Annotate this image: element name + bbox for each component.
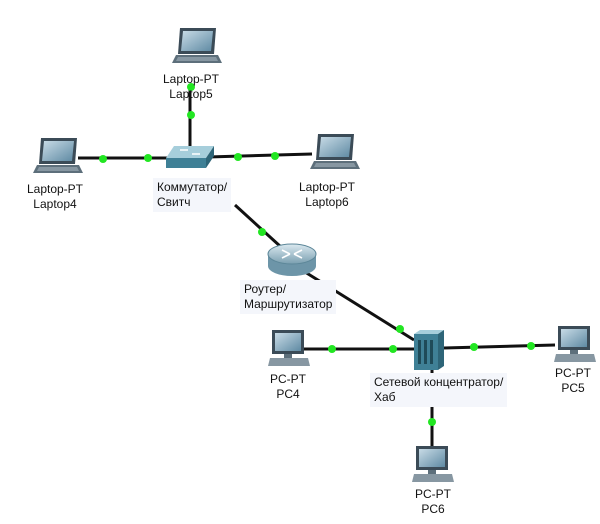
link-hub-pc5[interactable] xyxy=(443,343,556,350)
link-up-indicator xyxy=(187,111,195,119)
laptop-icon xyxy=(172,28,222,63)
pc5-device[interactable] xyxy=(554,326,596,362)
laptop4-name: Laptop4 xyxy=(33,197,77,211)
hub-label: Сетевой концентратор/ Хаб xyxy=(370,373,508,407)
hub-device[interactable] xyxy=(414,330,444,370)
pc-icon xyxy=(412,446,454,482)
pc5-name: PC5 xyxy=(561,381,585,395)
link-up-indicator xyxy=(396,325,404,333)
switch-name: Свитч xyxy=(157,195,191,209)
laptop6-device[interactable] xyxy=(310,134,360,169)
link-up-indicator xyxy=(389,345,397,353)
laptop5-type: Laptop-PT xyxy=(162,72,220,86)
pc6-type: PC-PT xyxy=(415,487,451,501)
switch-icon xyxy=(166,146,214,168)
link-switch-laptop6[interactable] xyxy=(207,152,313,159)
link-status-layer xyxy=(99,83,535,426)
link-up-indicator xyxy=(187,83,195,91)
link-up-indicator xyxy=(234,153,242,161)
router-label: Роутер/ Маршрутизатор xyxy=(240,280,337,314)
link-up-indicator xyxy=(271,152,279,160)
laptop-icon xyxy=(310,134,360,169)
link-up-indicator xyxy=(144,154,152,162)
link-up-indicator xyxy=(527,342,535,350)
link-switch-router[interactable] xyxy=(233,203,283,249)
router-icon xyxy=(267,243,317,276)
router-type: Роутер/ xyxy=(244,282,287,296)
link-up-indicator xyxy=(428,418,436,426)
laptop4-type: Laptop-PT xyxy=(26,182,84,196)
switch-type: Коммутатор/ xyxy=(157,180,228,194)
pc6-device[interactable] xyxy=(412,446,454,482)
link-up-indicator xyxy=(470,343,478,351)
hub-type: Сетевой концентратор/ xyxy=(374,375,504,389)
laptop6-name: Laptop6 xyxy=(305,195,349,209)
pc5-type: PC-PT xyxy=(555,366,591,380)
laptop5-name: Laptop5 xyxy=(169,87,213,101)
router-device[interactable] xyxy=(267,243,317,276)
laptop6-type: Laptop-PT xyxy=(298,180,356,194)
laptop5-device[interactable] xyxy=(172,28,222,63)
laptop5-label: Laptop-PT Laptop5 xyxy=(148,72,234,102)
link-up-indicator xyxy=(328,345,336,353)
pc-icon xyxy=(268,330,310,366)
laptop-icon xyxy=(33,138,83,173)
pc4-device[interactable] xyxy=(268,330,310,366)
hub-name: Хаб xyxy=(374,390,396,404)
laptop6-label: Laptop-PT Laptop6 xyxy=(284,180,370,210)
laptop4-device[interactable] xyxy=(33,138,83,173)
pc4-label: PC-PT PC4 xyxy=(256,372,320,402)
pc-icon xyxy=(554,326,596,362)
pc4-name: PC4 xyxy=(276,387,300,401)
link-up-indicator xyxy=(99,155,107,163)
pc5-label: PC-PT PC5 xyxy=(541,366,600,396)
pc6-name: PC6 xyxy=(421,502,445,516)
router-name: Маршрутизатор xyxy=(244,297,333,311)
link-up-indicator xyxy=(258,228,266,236)
switch-label: Коммутатор/ Свитч xyxy=(153,178,232,212)
laptop4-label: Laptop-PT Laptop4 xyxy=(12,182,98,212)
switch-device[interactable] xyxy=(166,146,214,168)
pc4-type: PC-PT xyxy=(270,372,306,386)
hub-icon xyxy=(414,330,444,370)
pc6-label: PC-PT PC6 xyxy=(401,487,465,517)
